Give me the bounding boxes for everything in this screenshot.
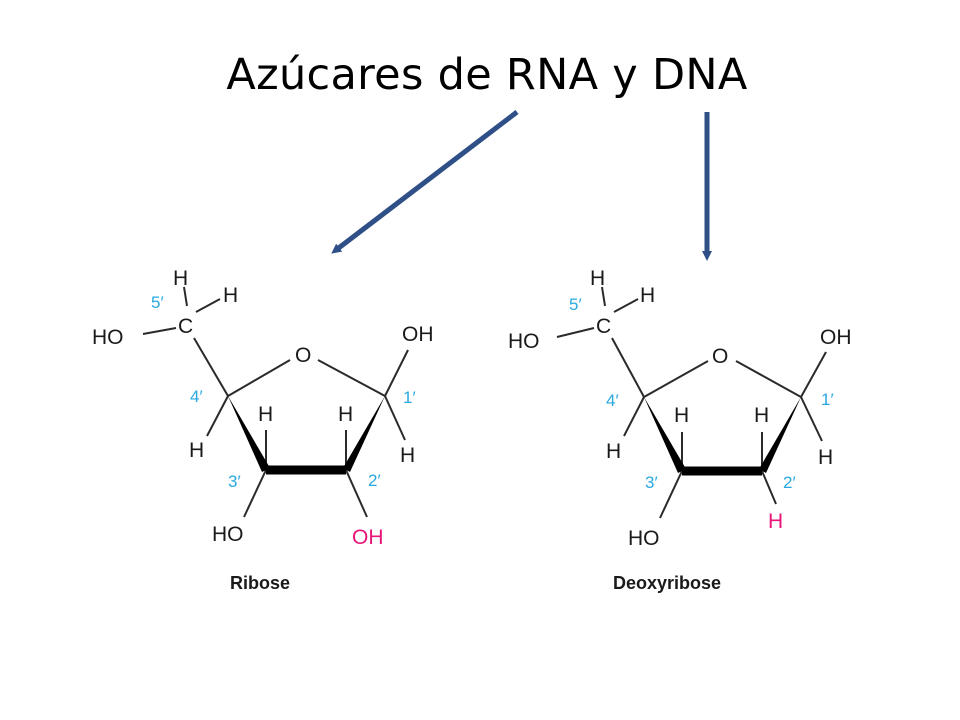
deoxyribose-atom-oh1: OH xyxy=(820,326,852,349)
ribose-atom-h2: H xyxy=(338,403,353,426)
deoxyribose-atom-c5: C xyxy=(596,315,611,338)
ribose-num-1: 1′ xyxy=(403,388,416,407)
ribose-atom-h-right: H xyxy=(223,284,238,307)
arrow-to-ribose xyxy=(331,110,519,254)
deoxyribose-atom-h1: H xyxy=(818,446,833,469)
deoxyribose-num-5: 5′ xyxy=(569,295,582,314)
deoxyribose-atom-h2: H xyxy=(754,404,769,427)
ribose-num-2: 2′ xyxy=(368,471,381,490)
deoxyribose-atom-h4: H xyxy=(606,440,621,463)
deoxyribose-atom-h-top: H xyxy=(590,267,605,290)
ribose-caption: Ribose xyxy=(230,573,290,593)
deoxyribose-atom-ho3: HO xyxy=(628,527,660,550)
ribose-atom-oh2: OH xyxy=(352,526,384,549)
ribose-atom-ho5: HO xyxy=(92,326,124,349)
deoxyribose-num-3: 3′ xyxy=(645,473,658,492)
ribose-atom-c5: C xyxy=(178,315,193,338)
ribose-num-3: 3′ xyxy=(228,472,241,491)
ribose-atom-o-ring: O xyxy=(295,344,311,367)
ribose-structure: H H C HO O OH H H H H HO OH 5′ 4′ 3′ 2′ … xyxy=(92,267,434,593)
ribose-num-5: 5′ xyxy=(151,293,164,312)
ribose-atom-ho3: HO xyxy=(212,523,244,546)
deoxyribose-atom-h3: H xyxy=(674,404,689,427)
deoxyribose-num-1: 1′ xyxy=(821,390,834,409)
deoxyribose-atom-h-right: H xyxy=(640,284,655,307)
deoxyribose-structure: H H C HO O OH H H H H HO H 5′ 4′ 3′ 2′ 1… xyxy=(508,267,852,593)
deoxyribose-caption: Deoxyribose xyxy=(613,573,721,593)
deoxyribose-num-4: 4′ xyxy=(606,391,619,410)
ribose-atom-h4: H xyxy=(189,439,204,462)
ribose-atom-h3: H xyxy=(258,403,273,426)
ribose-atom-h1: H xyxy=(400,444,415,467)
ribose-num-4: 4′ xyxy=(190,387,203,406)
deoxyribose-atom-h2-highlight: H xyxy=(768,510,783,533)
slide-title: Azúcares de RNA y DNA xyxy=(226,50,748,100)
deoxyribose-atom-o-ring: O xyxy=(712,345,728,368)
deoxyribose-num-2: 2′ xyxy=(783,473,796,492)
deoxyribose-atom-ho5: HO xyxy=(508,330,540,353)
ribose-atom-h-top: H xyxy=(173,267,188,290)
ribose-atom-oh1: OH xyxy=(402,323,434,346)
